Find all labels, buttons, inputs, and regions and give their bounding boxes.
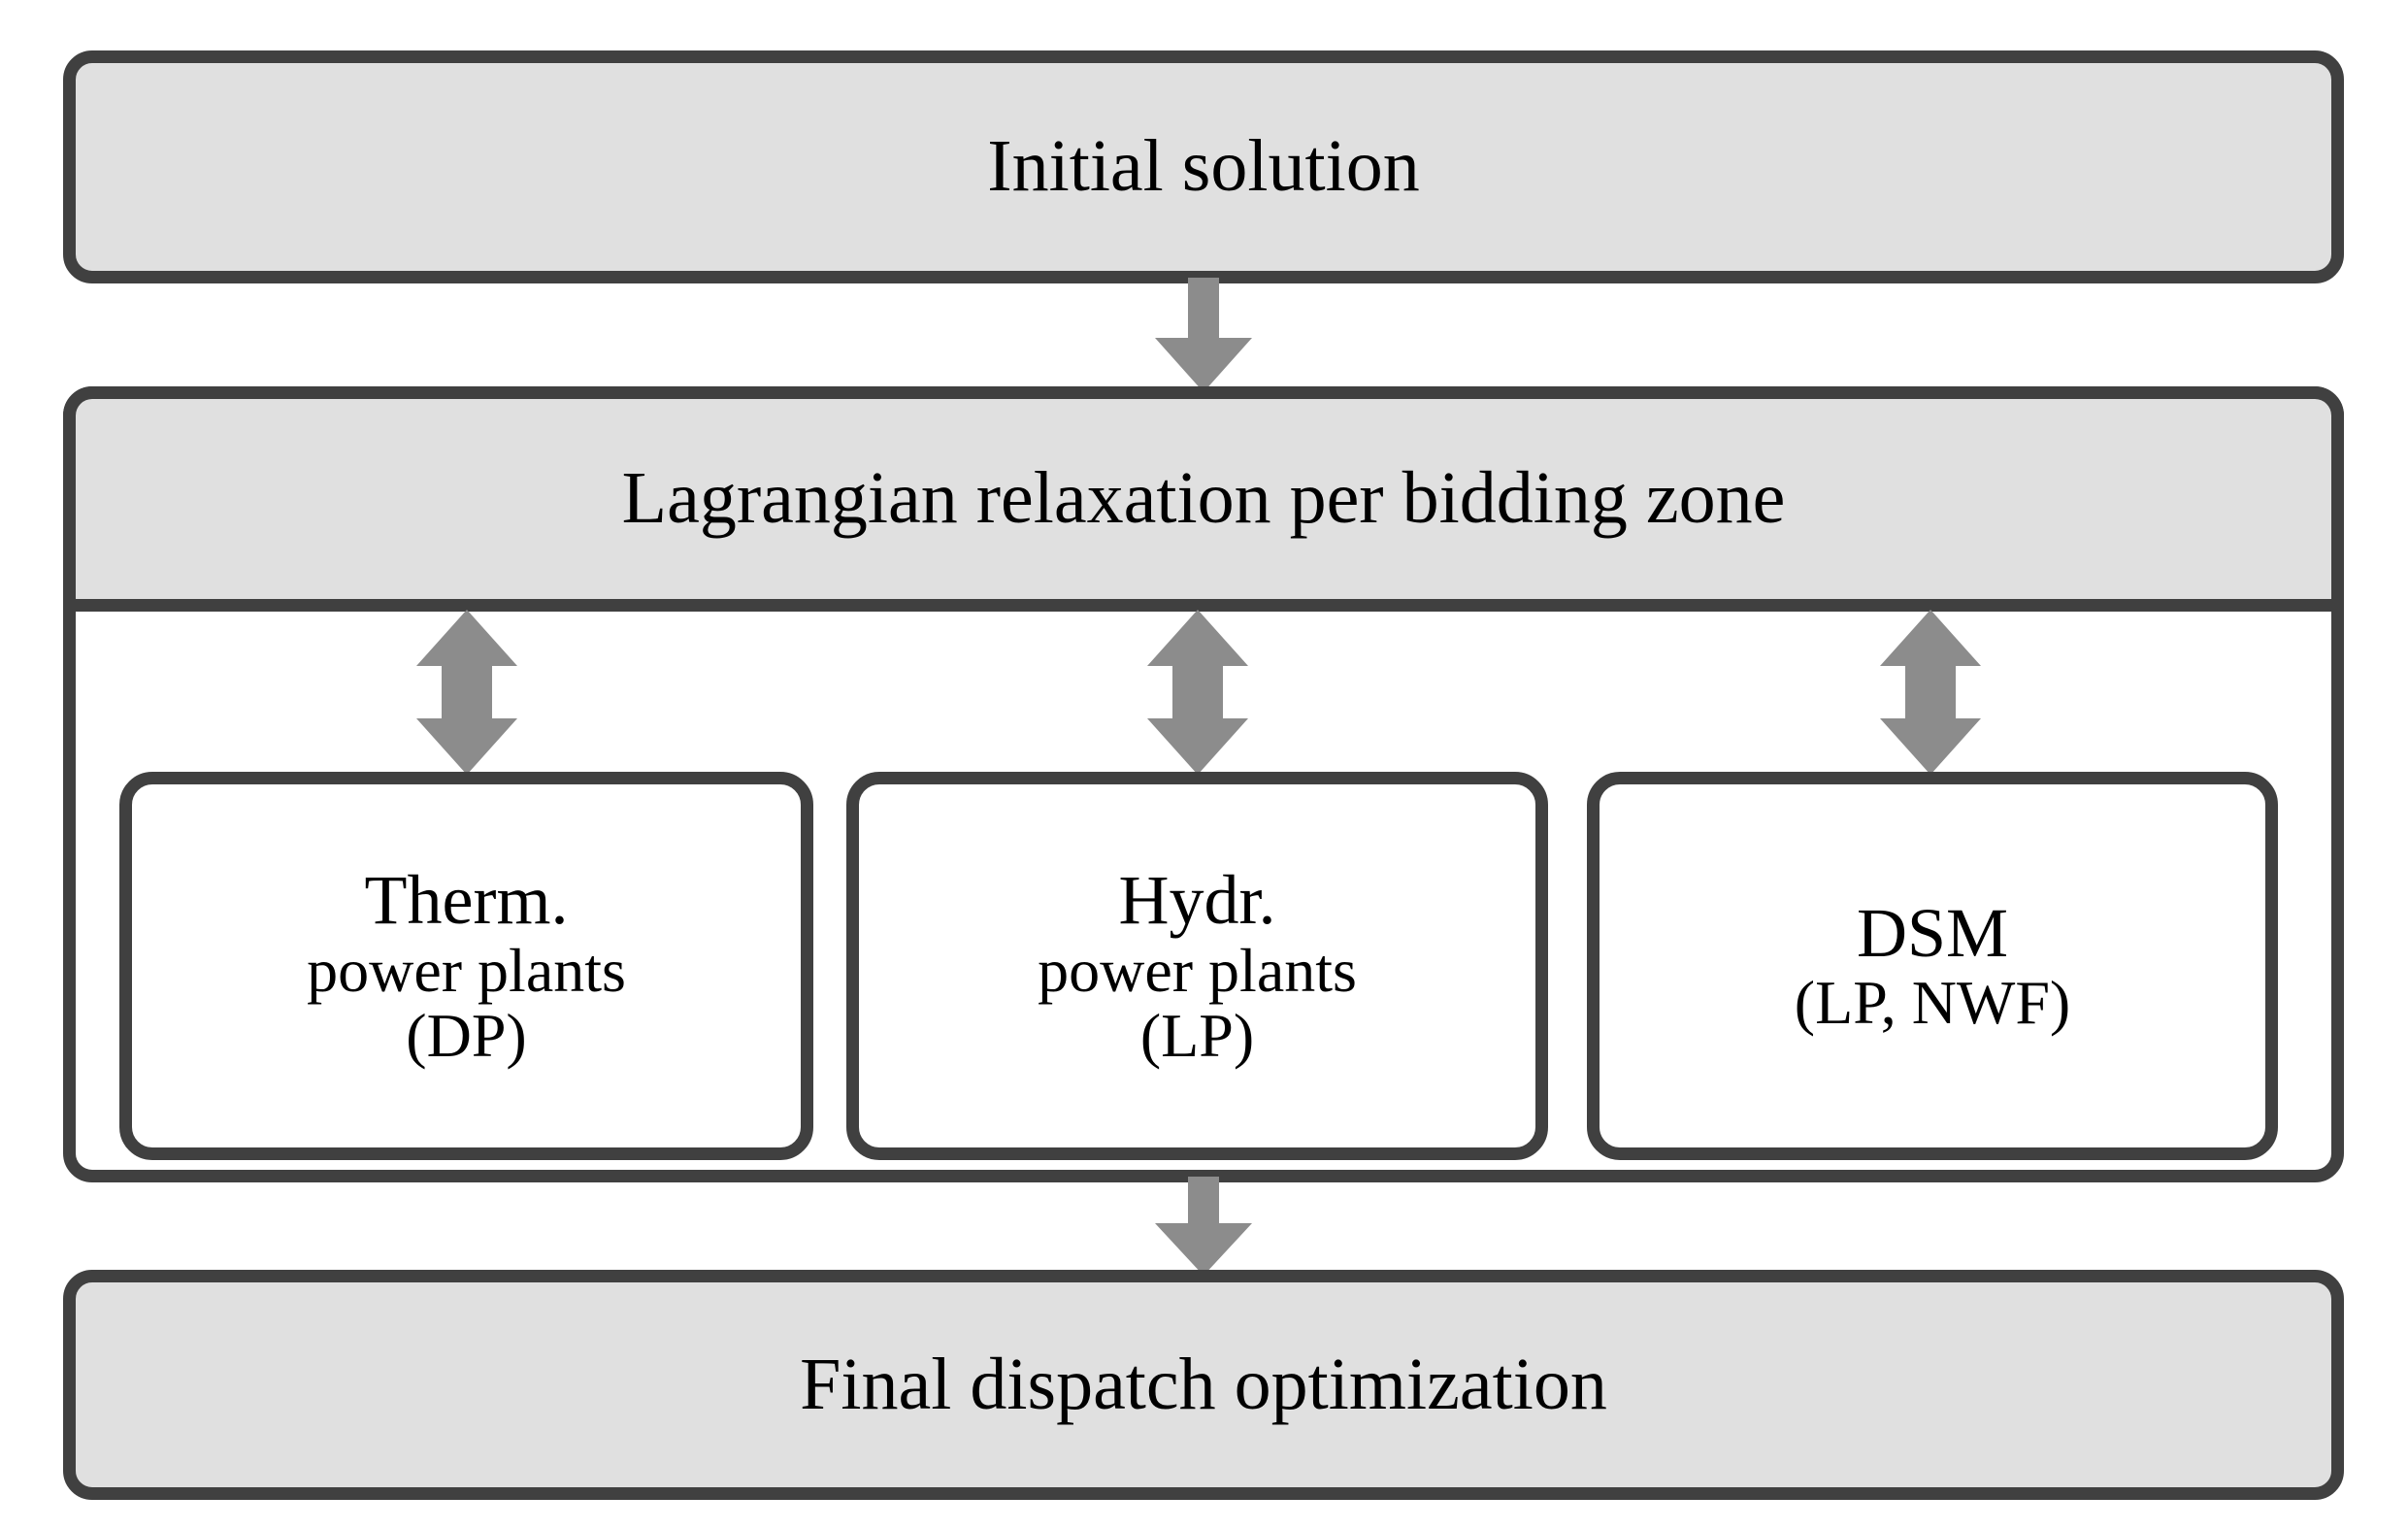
node-dsm-line-2: (LP, NWF) <box>1794 968 2071 1038</box>
arrow-initial-to-lagrangian-icon <box>1145 278 1262 392</box>
arrow-group-to-final-icon <box>1145 1177 1262 1276</box>
node-hydro-power-plants[interactable]: Hydr. power plants (LP) <box>846 772 1548 1160</box>
node-lagrangian-relaxation[interactable]: Lagrangian relaxation per bidding zone <box>63 386 2344 612</box>
node-thermal-line-2: power plants <box>307 935 626 1005</box>
node-initial-solution[interactable]: Initial solution <box>63 50 2344 283</box>
node-final-dispatch-optimization[interactable]: Final dispatch optimization <box>63 1270 2344 1500</box>
node-thermal-power-plants[interactable]: Therm. power plants (DP) <box>119 772 813 1160</box>
node-thermal-line-3: (DP) <box>406 1000 527 1070</box>
node-hydro-line-3: (LP) <box>1139 1000 1255 1070</box>
node-initial-solution-label: Initial solution <box>987 125 1420 208</box>
node-hydro-line-2: power plants <box>1038 935 1357 1005</box>
node-final-dispatch-optimization-label: Final dispatch optimization <box>800 1343 1607 1425</box>
node-lagrangian-relaxation-label: Lagrangian relaxation per bidding zone <box>621 457 1786 540</box>
node-hydro-line-1: Hydr. <box>1118 861 1276 940</box>
node-dsm-line-1: DSM <box>1856 893 2009 972</box>
node-thermal-line-1: Therm. <box>364 861 569 940</box>
node-dsm[interactable]: DSM (LP, NWF) <box>1587 772 2278 1160</box>
